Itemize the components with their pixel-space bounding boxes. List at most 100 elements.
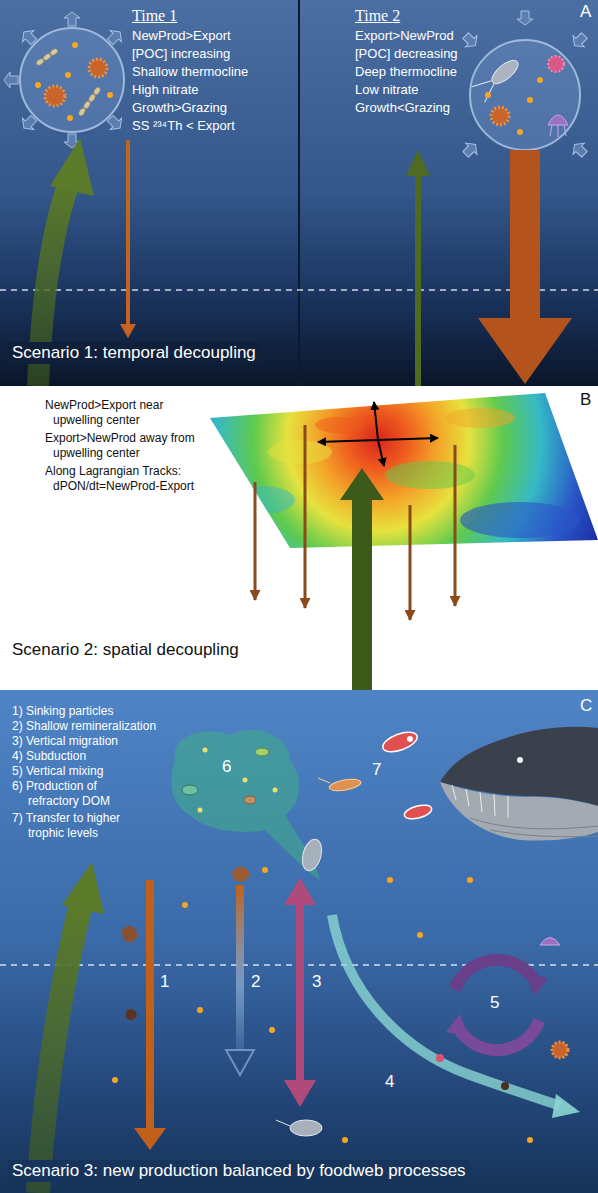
map-arrows-part-part [454, 445, 457, 606]
doc-cloud-part-part [243, 778, 248, 783]
higher-trophic-levels-part [517, 757, 523, 763]
vertical-migration-part [299, 837, 325, 873]
time2-sphere-part [558, 125, 559, 137]
higher-trophic-levels-part [380, 728, 419, 755]
suspended-particles [112, 867, 533, 1143]
suspended-particles-part [467, 877, 473, 883]
time2-sphere-part-part [485, 92, 491, 98]
suspended-particles-part [182, 902, 188, 908]
time1-fluxes-part [126, 140, 130, 325]
panel-c: C1) Sinking particles2) Shallow reminera… [0, 690, 598, 1193]
time1-sphere-part [35, 42, 113, 121]
higher-trophic-levels-part-part [490, 830, 598, 837]
callout-number: 4 [385, 1072, 394, 1092]
doc-cloud-part [255, 748, 269, 756]
note-text: Export>NewProd away from upwelling cente… [45, 431, 199, 461]
suspended-particles-part [112, 1077, 118, 1083]
sinking-particles-part [134, 1128, 166, 1150]
time1-sphere-part-part [72, 42, 78, 48]
time1-sphere-part-part [105, 113, 126, 134]
time2-sphere-part-part [517, 11, 533, 25]
suspended-particles-part [527, 1137, 533, 1143]
higher-trophic-levels-part [403, 803, 433, 822]
time1-sphere-part [45, 86, 65, 106]
higher-trophic-levels-part [328, 777, 361, 792]
note-text: NewProd>Export near upwelling center [45, 398, 199, 428]
panel-letter: B [580, 390, 591, 410]
suspended-particles-part [342, 1137, 348, 1143]
condition-line: [POC] increasing [132, 46, 230, 62]
suspended-particles-part [197, 1007, 203, 1013]
map-arrows-part-part [254, 482, 257, 600]
callout-number: 5 [490, 993, 499, 1013]
time1-sphere-part-part [35, 82, 41, 88]
time2-sphere-part-part [517, 129, 523, 135]
condition-line: Shallow thermocline [132, 64, 248, 80]
panel-a-ground-part [0, 289, 598, 291]
vertical-mixing-part [540, 938, 560, 946]
callout-number: 2 [251, 972, 260, 992]
upwelling-map-part-part [315, 417, 365, 433]
time1-sphere-part-part [67, 115, 73, 121]
time1-sphere-part-part [4, 72, 18, 88]
subduction-part [501, 1082, 509, 1090]
doc-cloud-part-part [198, 808, 203, 813]
vertical-mixing [446, 938, 568, 1059]
panel-a: ATime 1NewProd>Export[POC] increasingSha… [0, 0, 598, 386]
time1-sphere-part-part [65, 72, 71, 78]
upwelling-map-part-part [268, 440, 332, 464]
scenario-title: Scenario 2: spatial decoupling [12, 640, 239, 660]
time2-sphere-part-part [527, 97, 533, 103]
sinking-particles-part [126, 1009, 137, 1020]
panel-c-ground-part [0, 690, 598, 1193]
time1-sphere-part-part [105, 26, 126, 47]
vertical-migration-part [276, 1120, 290, 1126]
sinking-particles-part [146, 880, 154, 1130]
panel-b: B NewProd>Export near upwelling centerExp… [0, 386, 598, 690]
vertical-mixing-part [526, 974, 548, 996]
scenario-title: Scenario 1: temporal decoupling [8, 342, 260, 364]
time2-sphere-part [491, 107, 509, 125]
subduction [332, 915, 580, 1118]
process-item: 2) Shallow remineralization [12, 719, 156, 734]
scenario-title: Scenario 3: new production balanced by f… [8, 1160, 470, 1182]
subduction-part [332, 915, 560, 1106]
condition-line: Growth<Grazing [355, 100, 450, 116]
time1-fluxes-part [50, 138, 94, 196]
time1-sphere-part-part [18, 26, 39, 47]
time2-sphere-part-part [472, 75, 492, 93]
vertical-mixing-part [446, 1014, 468, 1036]
upwelling-map-part [210, 393, 598, 548]
callout-number: 7 [372, 760, 381, 780]
map-arrows [255, 402, 455, 690]
higher-trophic-levels-part-part [470, 818, 598, 829]
vertical-mixing-part [552, 1042, 568, 1058]
panel-letter: C [580, 696, 592, 716]
condition-line: [POC] decreasing [355, 46, 458, 62]
condition-line: Low nitrate [355, 82, 419, 98]
map-arrows-part-part [378, 438, 438, 440]
condition-line: Growth>Grazing [132, 100, 227, 116]
panel-a-ground-part [298, 0, 300, 386]
higher-trophic-levels-part-part [452, 785, 456, 800]
time2-sphere-part-part [537, 77, 543, 83]
process-item: 6) Production of refractory DOM [12, 779, 140, 809]
time2-sphere-part [485, 77, 543, 135]
panel-b-ground-part [0, 386, 598, 690]
time2-sphere-part [472, 54, 524, 102]
sinking-particles [122, 880, 166, 1150]
panel-letter: A [580, 2, 591, 22]
time2-sphere-part [548, 56, 564, 72]
time1-sphere-part-part [107, 92, 113, 98]
higher-trophic-levels-part-part [494, 794, 495, 816]
higher-trophic-levels-part [318, 778, 330, 783]
process-item: 4) Subduction [12, 749, 86, 764]
time2-fluxes-part [510, 150, 540, 320]
shallow-remineralization-part [226, 1050, 254, 1075]
doc-cloud-part-part [273, 788, 278, 793]
time2-sphere-part [470, 40, 580, 150]
process-item: 5) Vertical mixing [12, 764, 103, 779]
new-production-arrow-part [38, 908, 80, 1193]
